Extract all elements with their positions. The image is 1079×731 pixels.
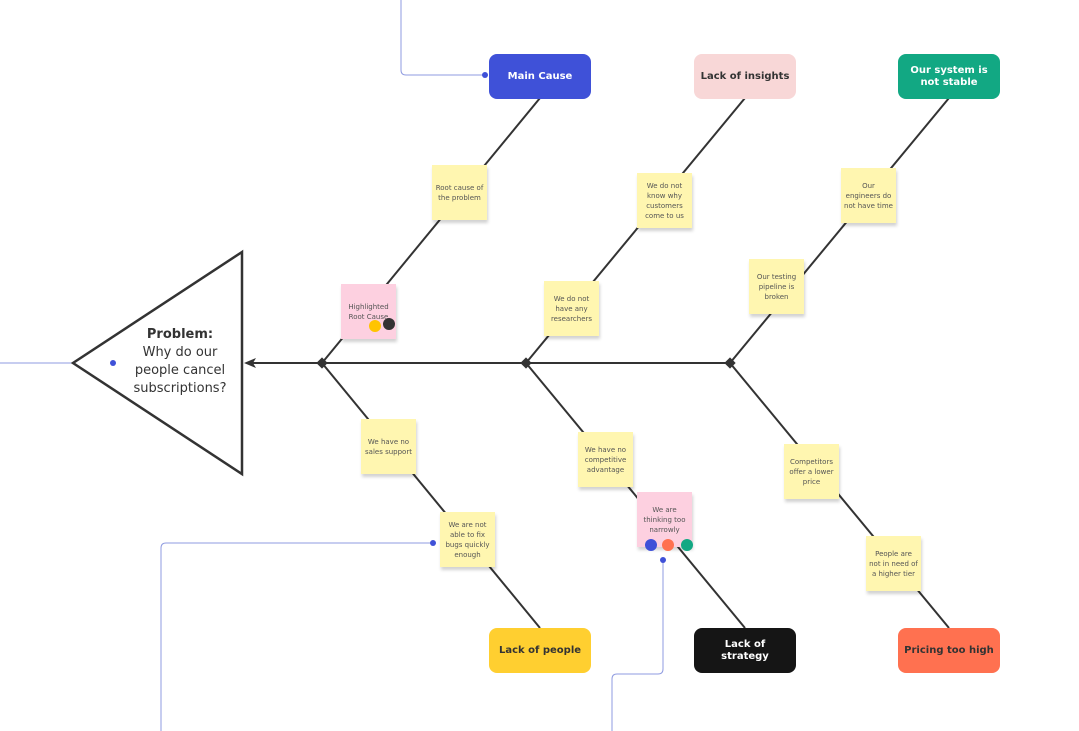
category-lack-of-people[interactable]: Lack of people xyxy=(489,628,591,673)
vote-dot-green[interactable] xyxy=(681,539,693,551)
anchor-dot-fix-bugs[interactable] xyxy=(430,540,436,546)
sticky-root-cause[interactable]: Root cause of the problem xyxy=(432,165,487,220)
junction-2 xyxy=(520,357,532,369)
sticky-no-researchers[interactable]: We do not have any researchers xyxy=(544,281,599,336)
problem-title: Problem: xyxy=(146,327,214,342)
category-label: Our system is not stable xyxy=(910,64,988,88)
category-main-cause[interactable]: Main Cause xyxy=(489,54,591,99)
sticky-thinking-narrowly[interactable]: We are thinking too narrowly xyxy=(637,492,692,547)
bone-lack-of-strategy xyxy=(525,362,746,629)
sticky-not-need-higher-tier[interactable]: People are not in need of a higher tier xyxy=(866,536,921,591)
connector-bottom-mid xyxy=(611,560,664,731)
sticky-competitors-lower-price[interactable]: Competitors offer a lower price xyxy=(784,444,839,499)
sticky-text: Our testing pipeline is broken xyxy=(756,272,797,301)
sticky-text: Root cause of the problem xyxy=(435,183,484,202)
category-lack-of-strategy[interactable]: Lack of strategy xyxy=(694,628,796,673)
spine-arrow xyxy=(244,358,256,368)
junction-1 xyxy=(316,357,328,369)
category-label: Main Cause xyxy=(507,70,573,82)
problem-statement[interactable]: Problem: Why do our people cancel subscr… xyxy=(125,326,235,398)
sticky-text: Highlighted Root Cause xyxy=(348,302,389,321)
sticky-testing-pipeline[interactable]: Our testing pipeline is broken xyxy=(749,259,804,314)
category-label: Lack of insights xyxy=(700,70,790,82)
anchor-dot-thinking[interactable] xyxy=(660,557,666,563)
sticky-not-able-fix-bugs[interactable]: We are not able to fix bugs quickly enou… xyxy=(440,512,495,567)
category-pricing-too-high[interactable]: Pricing too high xyxy=(898,628,1000,673)
sticky-text: We do not know why customers come to us xyxy=(645,181,684,220)
category-system-not-stable[interactable]: Our system is not stable xyxy=(898,54,1000,99)
sticky-no-competitive-advantage[interactable]: We have no competitive advantage xyxy=(578,432,633,487)
sticky-dont-know-why[interactable]: We do not know why customers come to us xyxy=(637,173,692,228)
connector-bottom-left xyxy=(160,542,433,731)
connector-top xyxy=(400,0,487,76)
sticky-text: We are not able to fix bugs quickly enou… xyxy=(445,520,490,559)
category-label: Pricing too high xyxy=(904,644,994,656)
sticky-text: We have no competitive advantage xyxy=(584,445,627,474)
sticky-highlighted-root-cause[interactable]: Highlighted Root Cause xyxy=(341,284,396,339)
category-label: Lack of people xyxy=(498,644,582,656)
anchor-dot-main-cause[interactable] xyxy=(482,72,488,78)
category-lack-of-insights[interactable]: Lack of insights xyxy=(694,54,796,99)
sticky-text: We are thinking too narrowly xyxy=(643,505,686,534)
category-label: Lack of strategy xyxy=(721,638,769,662)
sticky-text: Competitors offer a lower price xyxy=(789,457,834,486)
problem-question: Why do our people cancel subscriptions? xyxy=(133,345,227,396)
junction-3 xyxy=(724,357,736,369)
sticky-engineers-no-time[interactable]: Our engineers do not have time xyxy=(841,168,896,223)
sticky-text: We have no sales support xyxy=(365,437,412,456)
sticky-text: People are not in need of a higher tier xyxy=(869,549,918,578)
vote-dot-orange[interactable] xyxy=(662,539,674,551)
vote-dot-dark[interactable] xyxy=(383,318,395,330)
bone-system-not-stable xyxy=(729,97,950,364)
bone-lack-of-people xyxy=(321,362,541,629)
sticky-no-sales-support[interactable]: We have no sales support xyxy=(361,419,416,474)
anchor-dot-problem[interactable] xyxy=(110,360,116,366)
vote-dot-yellow[interactable] xyxy=(369,320,381,332)
junctions xyxy=(316,357,736,369)
sticky-text: Our engineers do not have time xyxy=(844,181,893,210)
problem-triangle[interactable] xyxy=(70,249,244,477)
vote-dot-blue[interactable] xyxy=(645,539,657,551)
sticky-text: We do not have any researchers xyxy=(550,294,593,323)
